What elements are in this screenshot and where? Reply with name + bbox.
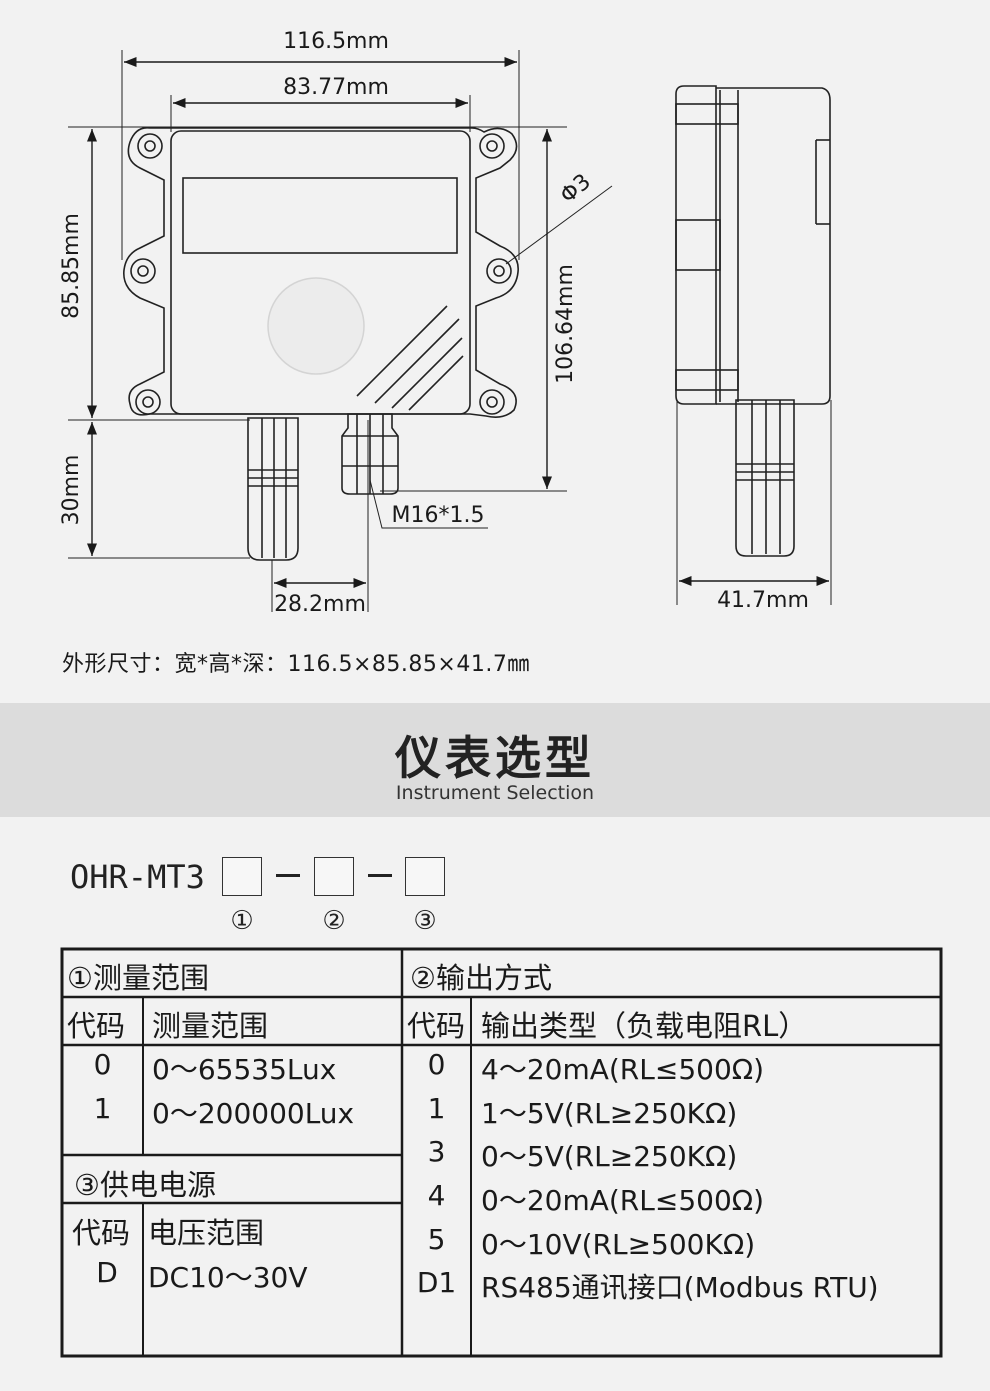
output-row-code: 5 — [427, 1223, 446, 1256]
section-banner — [0, 703, 990, 817]
output-row-code: D1 — [416, 1266, 457, 1299]
output-row-value: RS485通讯接口(Modbus RTU) — [481, 1271, 879, 1304]
output-col-value: 输出类型（负载电阻RL） — [481, 1009, 808, 1043]
output-table-title: ②输出方式 — [410, 961, 552, 995]
dim-text-gland-thread: M16*1.5 — [392, 503, 485, 528]
output-row-value: 4～20mA(RL≤500Ω) — [481, 1053, 765, 1086]
model-marker-3: ③ — [413, 906, 437, 936]
range-row-value: 0～200000Lux — [152, 1097, 355, 1130]
dim-text-display-width: 83.77mm — [283, 75, 389, 100]
range-table-title: ①测量范围 — [67, 961, 209, 995]
section-subtitle: Instrument Selection — [395, 782, 595, 804]
dim-text-height: 85.85mm — [59, 213, 84, 319]
output-row-value: 0～10V(RL≥500KΩ) — [481, 1228, 756, 1261]
output-row-code: 4 — [427, 1179, 446, 1212]
overall-size-line: 外形尺寸：宽*高*深：116.5×85.85×41.7㎜ — [62, 652, 530, 677]
power-col-value: 电压范围 — [148, 1216, 265, 1250]
output-row-code: 0 — [427, 1048, 446, 1081]
model-marker-1: ① — [230, 906, 254, 936]
dimension-drawing: 116.5mm 83.77mm 85.85mm 30mm 106.64mm 28… — [59, 29, 832, 617]
section-title: 仪表选型 — [395, 731, 595, 785]
output-row-value: 0～5V(RL≥250KΩ) — [481, 1140, 738, 1173]
dim-text-total-height: 106.64mm — [553, 264, 578, 384]
output-row-value: 1～5V(RL≥250KΩ) — [481, 1097, 738, 1130]
model-dash-1 — [276, 874, 300, 877]
power-row-value: DC10～30V — [148, 1261, 308, 1294]
output-row-code: 1 — [427, 1092, 446, 1125]
power-col-code: 代码 — [72, 1216, 131, 1250]
range-row-code: 0 — [93, 1048, 112, 1081]
output-row-value: 0～20mA(RL≤500Ω) — [481, 1184, 765, 1217]
power-table-title: ③供电电源 — [74, 1168, 216, 1202]
dim-text-probe-spacing: 28.2mm — [274, 592, 366, 617]
power-row-code: D — [96, 1256, 118, 1289]
output-col-code: 代码 — [407, 1009, 466, 1043]
dim-text-depth: 41.7mm — [717, 588, 809, 613]
range-row-code: 1 — [93, 1092, 112, 1125]
range-col-code: 代码 — [67, 1009, 126, 1043]
output-row-code: 3 — [427, 1135, 446, 1168]
dim-text-overall-width: 116.5mm — [283, 29, 389, 54]
model-slot-1 — [222, 857, 262, 896]
range-col-value: 测量范围 — [152, 1009, 269, 1043]
model-dash-2 — [368, 874, 392, 877]
model-slot-3 — [405, 857, 445, 896]
model-prefix: OHR-MT3 — [70, 858, 205, 896]
model-slot-2 — [314, 857, 354, 896]
dim-text-probe-length: 30mm — [59, 455, 84, 526]
range-row-value: 0～65535Lux — [152, 1053, 337, 1086]
model-marker-2: ② — [322, 906, 346, 936]
